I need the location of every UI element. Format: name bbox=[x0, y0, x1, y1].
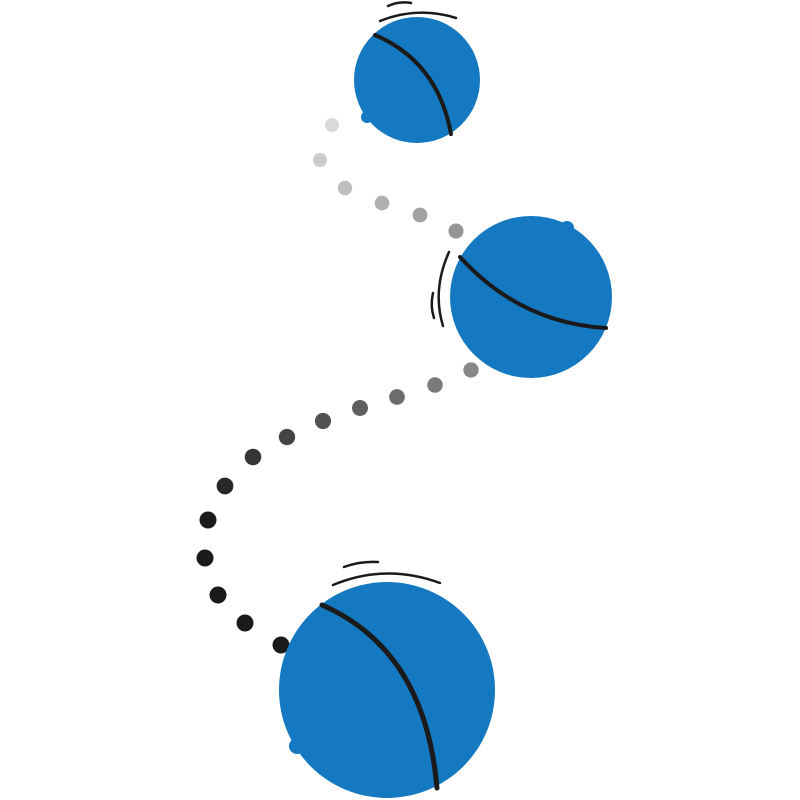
ball-top-body bbox=[354, 17, 480, 143]
ball-bottom-seam bbox=[319, 602, 440, 791]
ball-bottom-nub bbox=[289, 738, 305, 754]
trail-dot bbox=[325, 118, 339, 132]
trail-dot bbox=[374, 195, 390, 211]
trail-dot bbox=[314, 412, 332, 430]
ball-middle-body bbox=[450, 216, 612, 378]
ball-top-seam bbox=[373, 33, 453, 136]
trail-dot bbox=[389, 389, 405, 405]
trail-dot bbox=[272, 636, 290, 654]
motion-line bbox=[437, 250, 451, 328]
trail-dot bbox=[352, 400, 368, 416]
trail-dot bbox=[448, 223, 464, 239]
motion-line bbox=[378, 11, 458, 23]
trail-dot bbox=[412, 207, 428, 223]
trail-dot bbox=[244, 448, 262, 466]
dotted-trail bbox=[196, 118, 479, 654]
ball-top-nub bbox=[361, 111, 373, 123]
trail-dot bbox=[199, 511, 217, 529]
trail-dot bbox=[209, 586, 227, 604]
ball-bottom bbox=[279, 560, 495, 798]
motion-line bbox=[386, 1, 413, 8]
ball-top bbox=[354, 1, 480, 143]
trail-dot bbox=[312, 152, 328, 168]
trail-dot bbox=[278, 428, 296, 446]
ball-middle bbox=[430, 216, 612, 378]
ball-middle-nub bbox=[560, 221, 574, 235]
trail-dot bbox=[236, 614, 254, 632]
motion-line bbox=[342, 560, 380, 569]
trail-dot bbox=[337, 180, 353, 196]
trail-dot bbox=[427, 377, 443, 393]
trail-dot bbox=[196, 549, 214, 567]
motion-line bbox=[331, 572, 442, 587]
ball-bottom-body bbox=[279, 582, 495, 798]
ball-middle-seam bbox=[458, 255, 608, 330]
motion-line bbox=[430, 291, 436, 320]
trail-dot bbox=[216, 477, 234, 495]
trail-dot bbox=[463, 362, 479, 378]
